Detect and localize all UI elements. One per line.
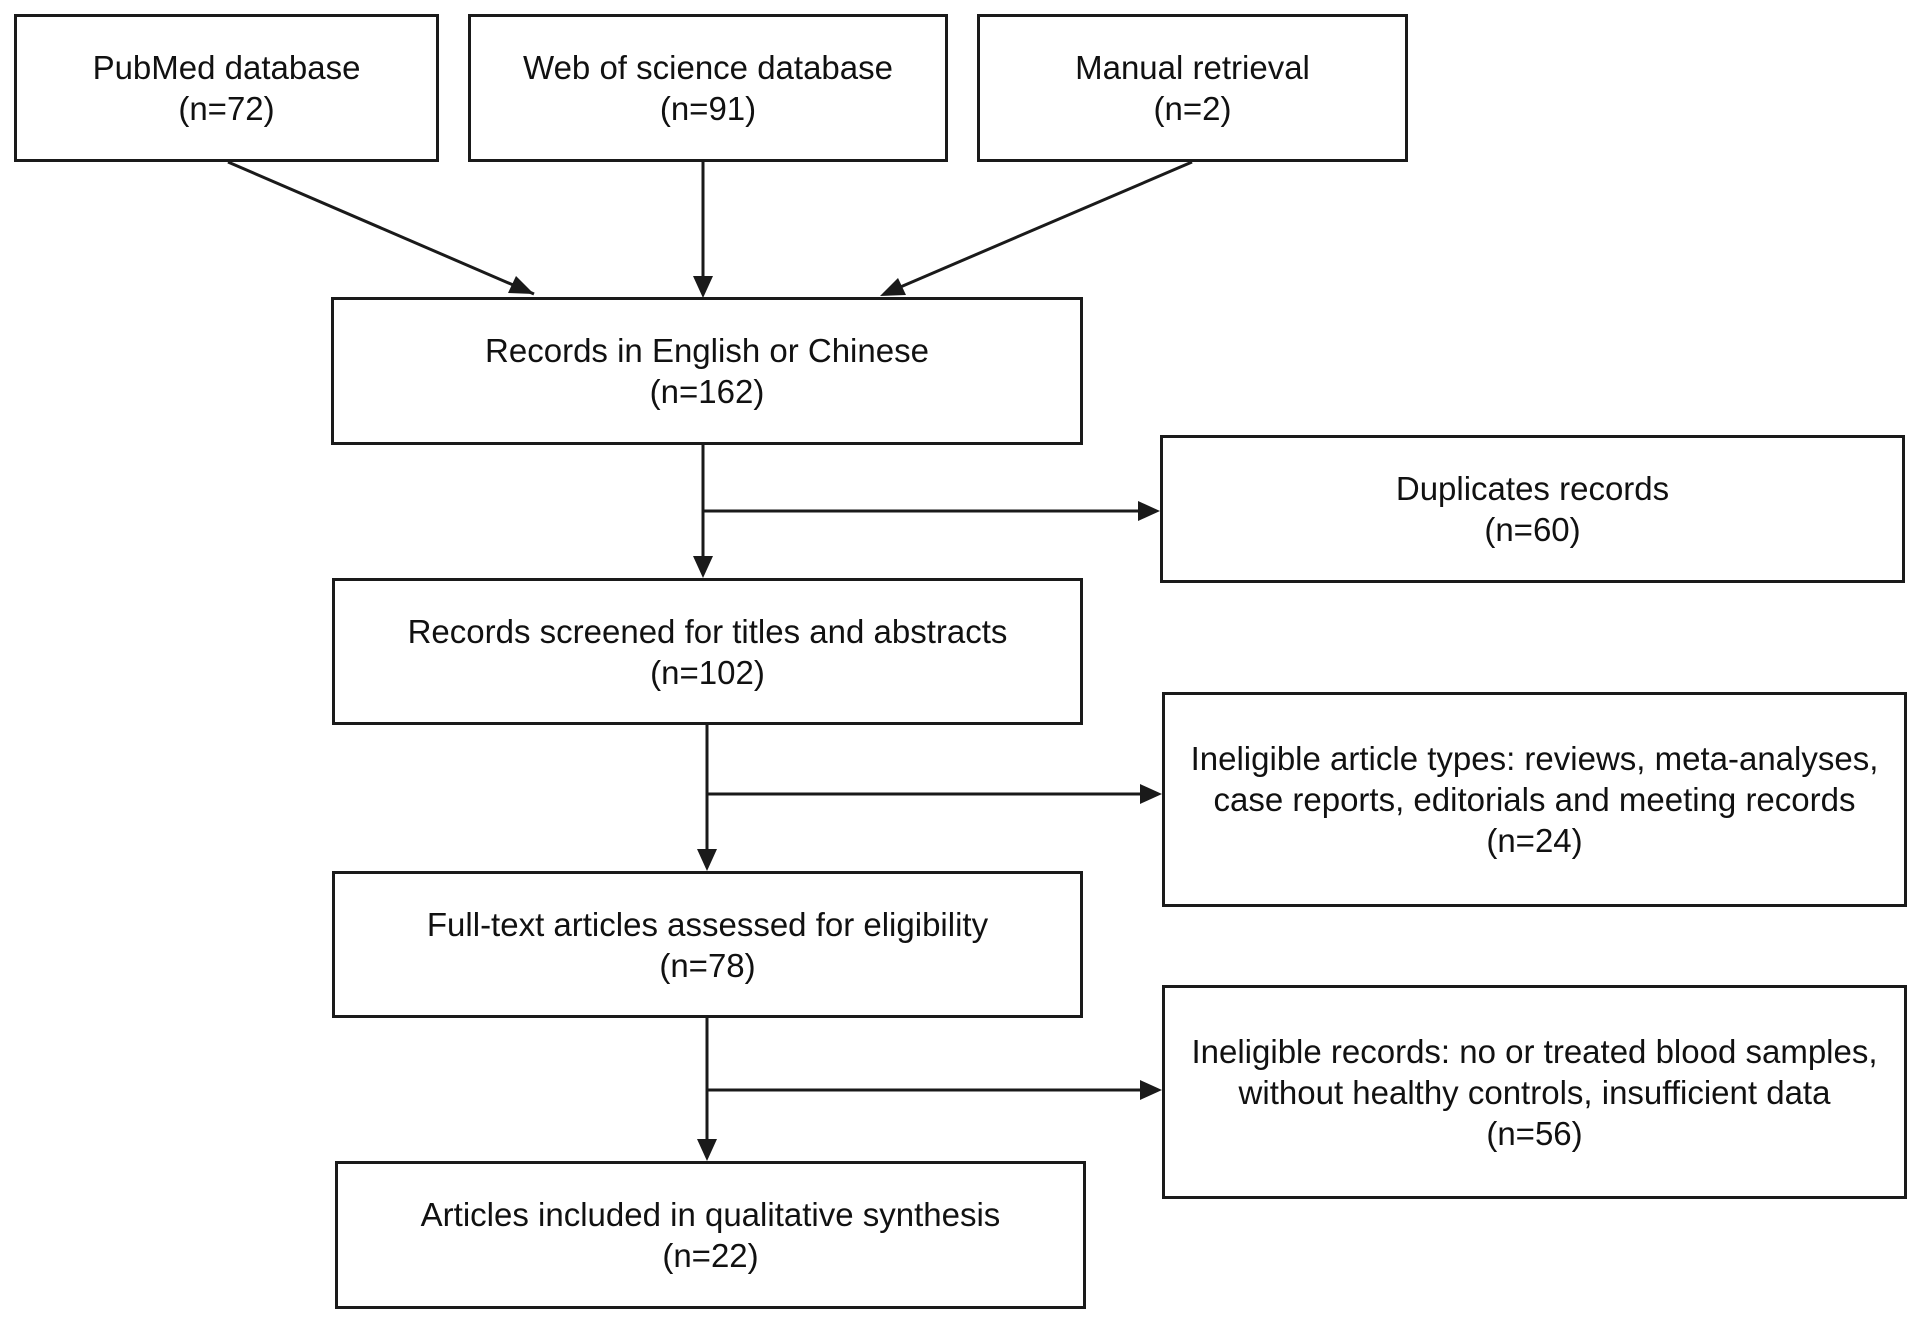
arrow-manual-to-records bbox=[883, 160, 1193, 296]
step-label: Records screened for titles and abstract… bbox=[407, 612, 1008, 650]
exclusion-label-line: Ineligible records: no or treated blood … bbox=[1191, 1032, 1878, 1070]
source-count: (n=2) bbox=[1153, 90, 1232, 127]
arrow-pubmed-to-records bbox=[227, 160, 535, 296]
exclusion-label: Duplicates records bbox=[1395, 470, 1670, 507]
step-box-records-screened: Records screened for titles and abstract… bbox=[332, 578, 1083, 725]
exclusion-count: (n=60) bbox=[1484, 511, 1581, 548]
source-label: PubMed database bbox=[92, 49, 361, 86]
step-box-articles-included: Articles included in qualitative synthes… bbox=[335, 1161, 1086, 1309]
step-count: (n=102) bbox=[650, 653, 765, 691]
step-box-full-text-assessed: Full-text articles assessed for eligibil… bbox=[332, 871, 1083, 1018]
exclusion-count: (n=24) bbox=[1486, 822, 1583, 859]
source-label: Web of science database bbox=[523, 49, 893, 86]
step-count: (n=162) bbox=[649, 373, 765, 410]
source-box-manual-retrieval: Manual retrieval (n=2) bbox=[977, 14, 1408, 162]
exclusion-label-line: Ineligible article types: reviews, meta-… bbox=[1190, 740, 1879, 777]
exclusion-box-duplicates: Duplicates records (n=60) bbox=[1160, 435, 1905, 583]
source-box-web-of-science: Web of science database (n=91) bbox=[468, 14, 948, 162]
source-count: (n=72) bbox=[178, 90, 275, 127]
exclusion-count: (n=56) bbox=[1486, 1114, 1583, 1152]
source-count: (n=91) bbox=[659, 90, 757, 127]
step-count: (n=22) bbox=[662, 1237, 759, 1274]
source-box-pubmed: PubMed database (n=72) bbox=[14, 14, 439, 162]
step-label: Records in English or Chinese bbox=[485, 332, 929, 369]
step-box-records-english-chinese: Records in English or Chinese (n=162) bbox=[331, 297, 1083, 445]
exclusion-box-ineligible-article-types: Ineligible article types: reviews, meta-… bbox=[1162, 692, 1907, 907]
step-label: Articles included in qualitative synthes… bbox=[420, 1196, 1001, 1233]
exclusion-label-line: case reports, editorials and meeting rec… bbox=[1213, 781, 1856, 818]
exclusion-box-ineligible-records: Ineligible records: no or treated blood … bbox=[1162, 985, 1907, 1199]
step-label: Full-text articles assessed for eligibil… bbox=[426, 905, 989, 943]
exclusion-label-line: without healthy controls, insufficient d… bbox=[1238, 1073, 1831, 1111]
source-label: Manual retrieval bbox=[1075, 49, 1310, 86]
step-count: (n=78) bbox=[659, 946, 756, 984]
